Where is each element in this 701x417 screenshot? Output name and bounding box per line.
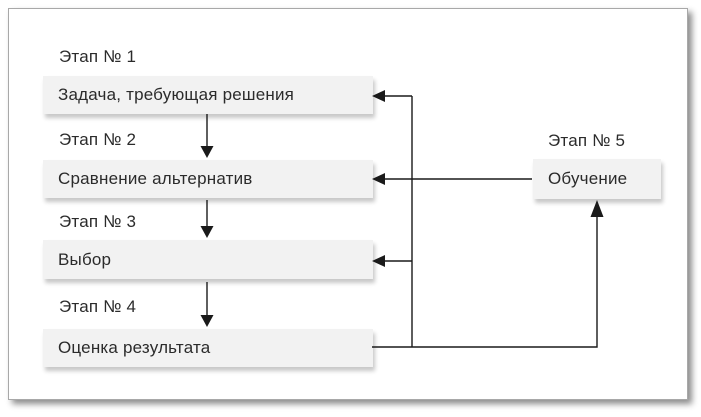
stage-2-label: Этап № 2 xyxy=(59,130,137,149)
stage-5-label: Этап № 5 xyxy=(548,131,626,150)
stage-1-box: Задача, требующая решения xyxy=(43,76,373,114)
stage-5-box: Обучение xyxy=(533,159,661,199)
stage-3-label: Этап № 3 xyxy=(59,212,137,231)
stage-2-box: Сравнение альтернатив xyxy=(43,160,373,198)
stage-3-box: Выбор xyxy=(43,240,373,279)
stage-1-label: Этап № 1 xyxy=(59,47,137,66)
stage-4-box: Оценка результата xyxy=(43,329,373,367)
diagram-card: Этап № 1 Задача, требующая решения Этап … xyxy=(8,8,688,400)
stage-4-label: Этап № 4 xyxy=(59,297,137,316)
